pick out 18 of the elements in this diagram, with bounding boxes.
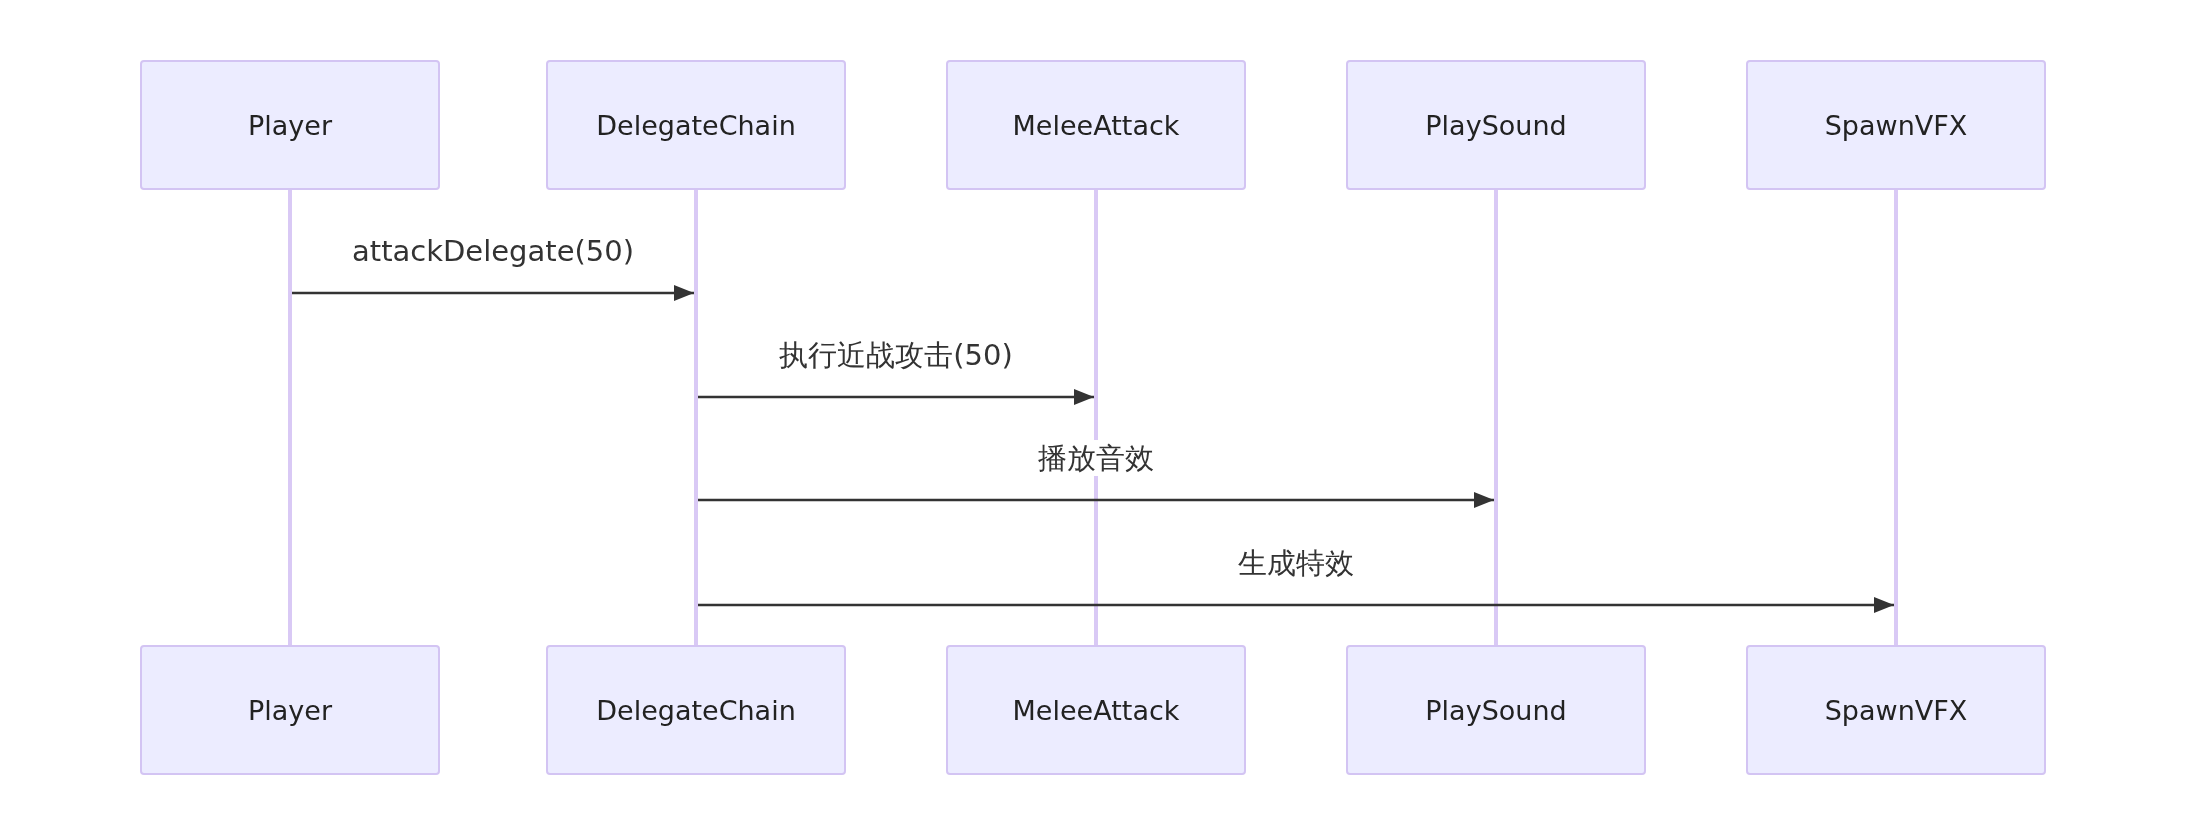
participant-box: Player <box>140 645 440 775</box>
participant-box: MeleeAttack <box>946 60 1246 190</box>
participant-box: PlaySound <box>1346 645 1646 775</box>
participant-box: DelegateChain <box>546 645 846 775</box>
participant-box: DelegateChain <box>546 60 846 190</box>
lifeline <box>288 190 292 645</box>
arrow <box>698 389 1094 405</box>
arrow <box>292 285 694 301</box>
participant-box: Player <box>140 60 440 190</box>
arrow <box>698 492 1494 508</box>
lifeline <box>694 190 698 645</box>
participant-box: SpawnVFX <box>1746 645 2046 775</box>
arrow <box>698 597 1894 613</box>
lifeline <box>1494 190 1498 645</box>
participant-box: SpawnVFX <box>1746 60 2046 190</box>
participant-box: MeleeAttack <box>946 645 1246 775</box>
lifeline <box>1894 190 1898 645</box>
participant-box: PlaySound <box>1346 60 1646 190</box>
